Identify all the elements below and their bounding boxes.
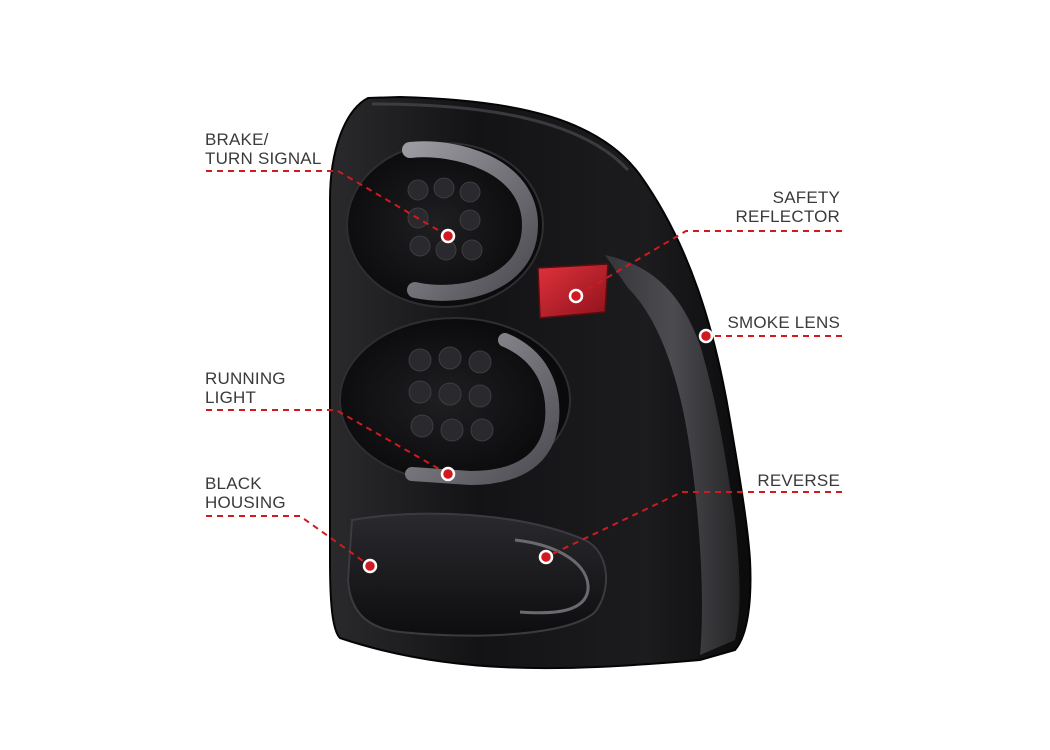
- label-safety-reflector-line2: REFLECTOR: [735, 207, 840, 226]
- smoke-lens-strip: [605, 255, 740, 655]
- label-brake-turn-signal: BRAKE/ TURN SIGNAL: [205, 130, 322, 168]
- label-smoke-lens: SMOKE LENS: [727, 313, 840, 332]
- marker-smoke-lens: [698, 328, 714, 344]
- marker-black-housing: [362, 558, 378, 574]
- label-brake-turn-line1: BRAKE/: [205, 130, 269, 149]
- brake-turn-lamp: [346, 141, 544, 308]
- label-running-light-line2: LIGHT: [205, 388, 257, 407]
- label-running-light: RUNNING LIGHT: [205, 369, 286, 407]
- label-reverse: REVERSE: [757, 471, 840, 490]
- leader-line-reverse: [545, 491, 842, 558]
- leader-line-safety-reflector: [575, 230, 842, 297]
- label-black-housing: BLACK HOUSING: [205, 474, 286, 512]
- reverse-lamp-section: [346, 512, 608, 637]
- label-reverse-line1: REVERSE: [757, 471, 840, 490]
- marker-running-light: [440, 466, 456, 482]
- running-light-lamp: [339, 317, 571, 486]
- label-black-housing-line1: BLACK: [205, 474, 262, 493]
- marker-safety-reflector: [568, 288, 584, 304]
- label-running-light-line1: RUNNING: [205, 369, 286, 388]
- marker-brake-turn: [440, 228, 456, 244]
- label-safety-reflector: SAFETY REFLECTOR: [736, 188, 840, 226]
- leader-line-black-housing: [206, 515, 371, 567]
- markers: [362, 228, 714, 574]
- leader-lines: [206, 170, 842, 567]
- leader-line-brake-turn: [206, 170, 449, 237]
- marker-reverse: [538, 549, 554, 565]
- label-smoke-lens-line1: SMOKE LENS: [727, 313, 840, 332]
- label-safety-reflector-line1: SAFETY: [772, 188, 840, 207]
- label-black-housing-line2: HOUSING: [205, 493, 286, 512]
- label-brake-turn-line2: TURN SIGNAL: [205, 149, 322, 168]
